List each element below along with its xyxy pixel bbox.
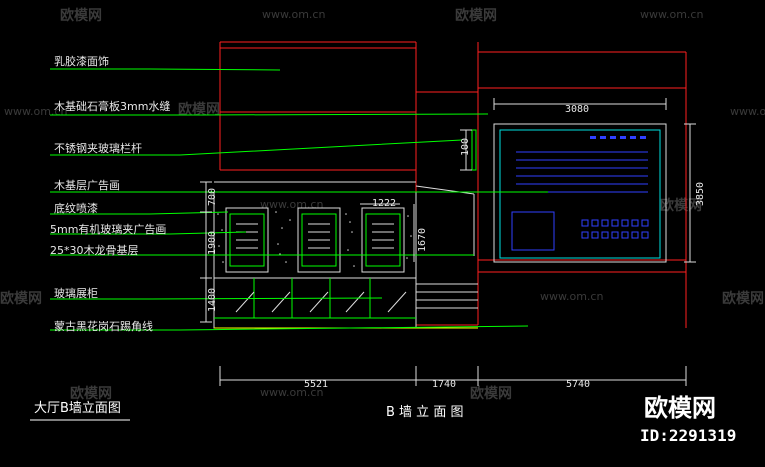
dimension-value: 1670 <box>417 228 428 252</box>
watermark-brand: 欧模网 <box>0 290 42 307</box>
watermark-site: www.om.cn <box>640 8 703 21</box>
callout-labels: 乳胶漆面饰 木基础石膏板3mm水缝 不锈钢夹玻璃栏杆 木基层广告画 底纹喷漆 5… <box>50 54 170 333</box>
dimension-value: 1740 <box>432 379 456 390</box>
dimension-value: 100 <box>460 138 471 156</box>
callout-label: 乳胶漆面饰 <box>54 54 109 68</box>
watermark-site: www.om.cn <box>260 198 323 211</box>
watermark-layer: 欧模网 www.om.cn 欧模网 www.om.cn www.om.cn 欧模… <box>0 7 765 402</box>
dimension-value: 700 <box>207 188 218 206</box>
dimension-value: 3080 <box>565 104 589 115</box>
dimension-value: 1900 <box>207 231 218 255</box>
callout-label: 木基础石膏板3mm水缝 <box>54 99 170 113</box>
brand-logo-text: 欧模网 <box>644 394 716 422</box>
display-panel <box>471 123 667 263</box>
dimension-lines <box>200 98 696 386</box>
dimension-value: 3850 <box>695 182 706 206</box>
watermark-site: www.om.cn <box>540 290 603 303</box>
watermark-brand: 欧模网 <box>660 197 702 214</box>
callout-label: 木基层广告画 <box>54 179 120 192</box>
dimension-value: 5740 <box>566 379 590 390</box>
brand-id: ID:2291319 <box>640 426 736 445</box>
drawing-titles: 大厅B墙立面图 B 墙 立 面 图 <box>30 401 463 421</box>
watermark-brand: 欧模网 <box>70 385 112 402</box>
watermark-site: www.om.cn <box>260 386 323 399</box>
watermark-brand: 欧模网 <box>60 7 102 24</box>
dimension-value: 5521 <box>304 379 328 390</box>
watermark-brand: 欧模网 <box>470 385 512 402</box>
dimension-values: 5521 1740 5740 3080 1222 3850 100 700 19… <box>207 104 706 390</box>
watermark-brand: 欧模网 <box>178 101 220 118</box>
leader-lines <box>50 68 548 331</box>
sub-title: B 墙 立 面 图 <box>386 405 463 420</box>
watermark-site: www.om.cn <box>730 105 765 118</box>
wall-outline <box>219 41 687 328</box>
dimension-value: 1400 <box>207 288 218 312</box>
callout-label: 玻璃展柜 <box>54 286 98 300</box>
main-title: 大厅B墙立面图 <box>34 401 121 416</box>
callout-label: 25*30木龙骨基层 <box>50 244 139 257</box>
watermark-brand: 欧模网 <box>455 7 497 24</box>
callout-label: 5mm有机玻璃夹广告画 <box>50 222 166 236</box>
dimension-value: 1222 <box>372 198 396 209</box>
callout-label: 底纹喷漆 <box>54 201 98 215</box>
callout-label: 不锈钢夹玻璃栏杆 <box>54 141 142 155</box>
callout-label: 蒙古黑花岗石踢角线 <box>54 319 153 333</box>
brand-logo: 欧模网 ID:2291319 <box>640 394 736 445</box>
watermark-site: www.om.cn <box>262 8 325 21</box>
watermark-brand: 欧模网 <box>722 290 764 307</box>
